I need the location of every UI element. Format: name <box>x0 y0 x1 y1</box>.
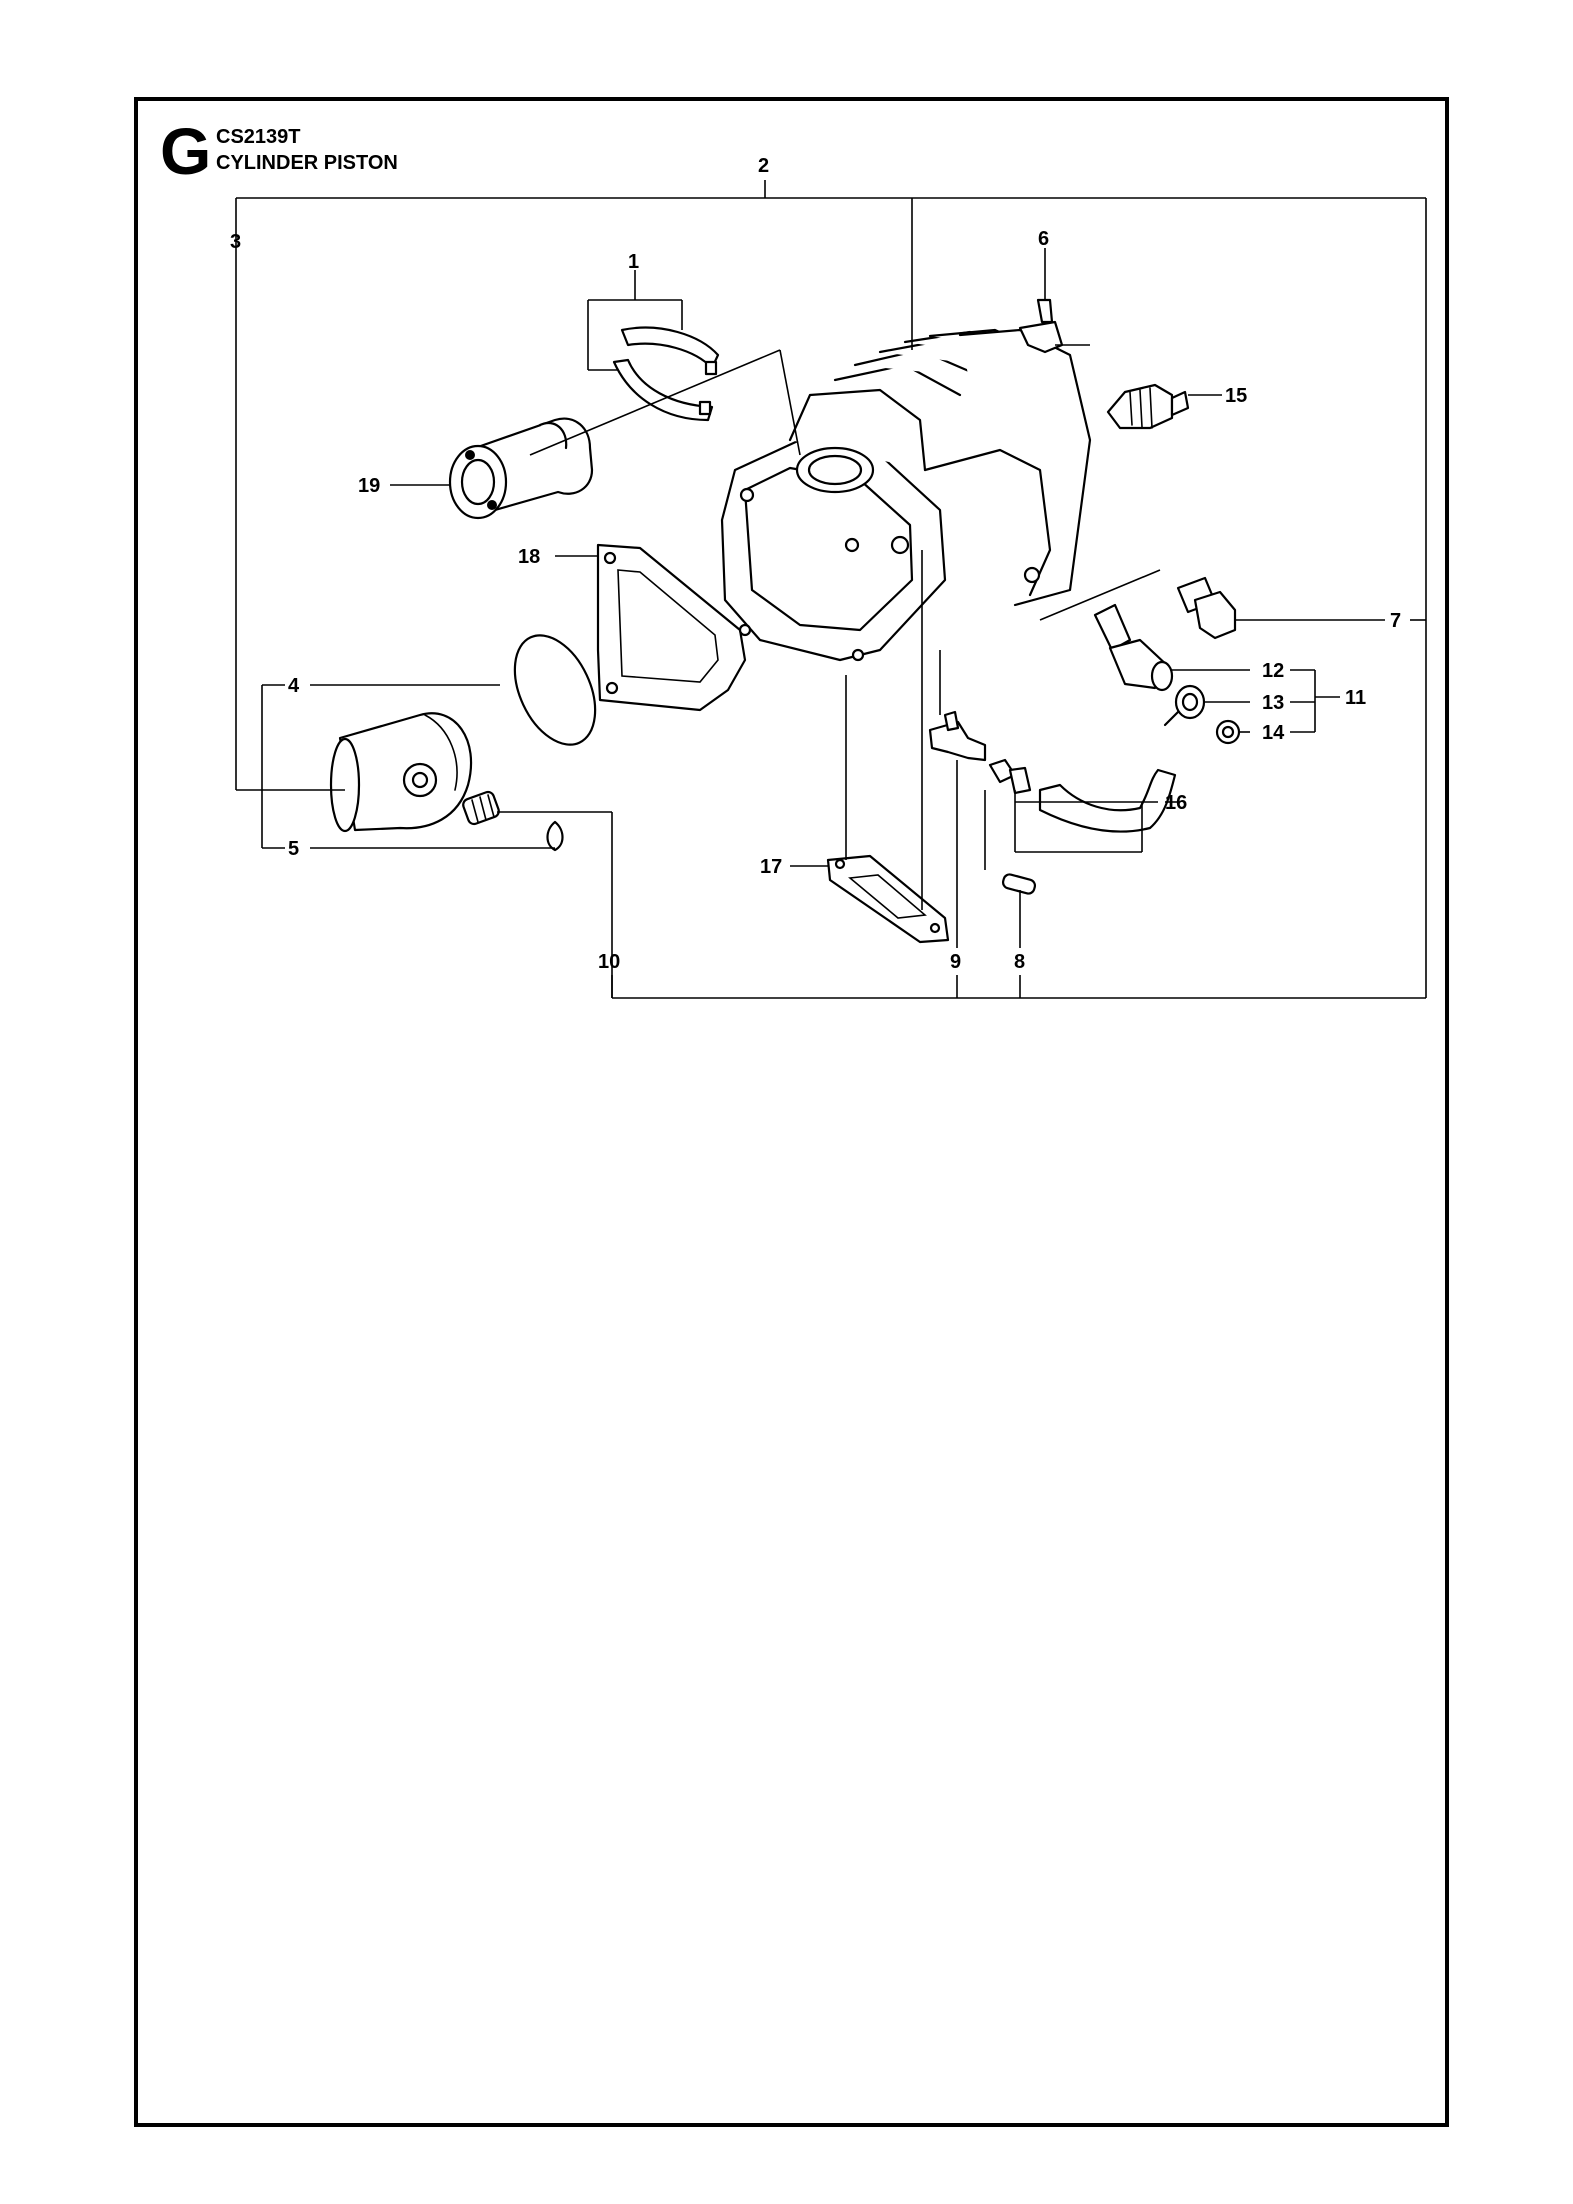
part-clamp <box>612 326 720 422</box>
callout-3: 3 <box>230 231 241 253</box>
part-oil-adapter <box>1093 603 1174 692</box>
callout-2: 2 <box>758 155 769 177</box>
diagram-title: CYLINDER PISTON <box>216 152 398 174</box>
part-cylinder <box>720 328 1092 662</box>
part-banjo <box>1163 684 1206 727</box>
callout-5: 5 <box>288 838 299 860</box>
callout-4: 4 <box>288 675 300 697</box>
page-frame <box>134 97 1449 2127</box>
part-piston-ring <box>513 634 597 746</box>
callout-9: 9 <box>950 951 961 973</box>
callout-7: 7 <box>1390 610 1401 632</box>
part-pin <box>1001 873 1037 895</box>
callout-10: 10 <box>598 951 620 973</box>
callout-11: 11 <box>1345 687 1366 709</box>
part-needle-bearing <box>462 790 500 826</box>
part-oil-hose <box>1038 768 1177 833</box>
callout-16: 16 <box>1165 792 1187 814</box>
callout-15: 15 <box>1225 385 1247 407</box>
part-nut <box>1215 719 1241 745</box>
callout-13: 13 <box>1262 692 1284 714</box>
part-circlip <box>546 820 564 852</box>
part-base-gasket <box>596 543 747 712</box>
callout-1: 1 <box>628 251 639 273</box>
part-fitting-nozzle <box>943 710 960 732</box>
part-decomp-elbow <box>1018 298 1064 354</box>
callout-19: 19 <box>358 475 380 497</box>
part-screw-plug <box>1176 576 1237 640</box>
section-letter: G <box>160 114 212 188</box>
callout-8: 8 <box>1014 951 1025 973</box>
callout-18: 18 <box>518 546 540 568</box>
part-spark-plug <box>1106 383 1190 430</box>
leader-lines <box>235 180 1427 999</box>
callout-17: 17 <box>760 856 782 878</box>
callout-14: 14 <box>1262 722 1285 744</box>
part-hose-fitting-b <box>1008 766 1032 795</box>
part-fitting <box>928 720 987 762</box>
part-exhaust-gasket <box>826 854 950 944</box>
callout-12: 12 <box>1262 660 1284 682</box>
part-piston <box>329 712 473 833</box>
model-number: CS2139T <box>216 126 301 148</box>
callout-6: 6 <box>1038 228 1049 250</box>
part-intake-manifold <box>448 417 594 520</box>
